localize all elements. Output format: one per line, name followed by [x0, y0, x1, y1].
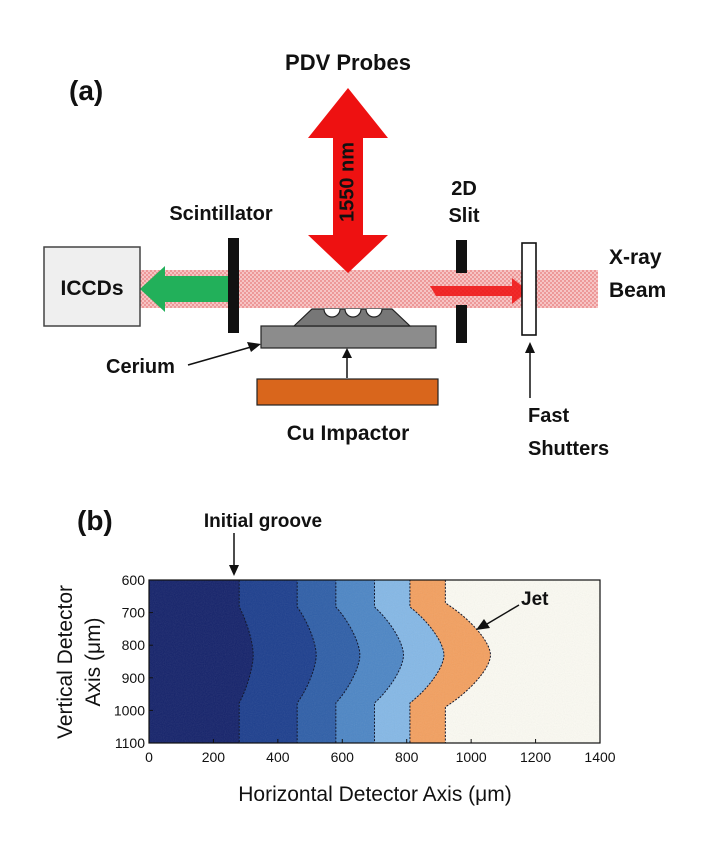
pdv-probes-label: PDV Probes	[285, 50, 411, 75]
panel-b: (b) Initial groove 0 200 400 600 800 1000 1200…	[54, 505, 616, 806]
jet-annotation-arrowhead	[476, 619, 490, 630]
iccd-box	[43, 246, 141, 327]
jet-annotation: Jet	[521, 589, 549, 610]
shutters-label-line2: Shutters	[528, 438, 609, 460]
impact-direction-arrowhead	[342, 348, 352, 358]
y-tick-label: 700	[122, 605, 146, 621]
panel-a-label: (a)	[69, 75, 103, 106]
cerium-base	[260, 325, 437, 349]
y-tick-label: 1100	[115, 735, 145, 751]
y-axis-label-line1: Vertical Detector	[54, 585, 77, 739]
slit-lower-blade	[456, 305, 467, 343]
y-tick-label: 600	[122, 572, 146, 588]
y-tick-label: 900	[122, 670, 146, 686]
green-emission-arrow	[140, 266, 232, 312]
jet-annotation-line	[486, 604, 520, 625]
plot-frame	[148, 579, 601, 744]
beam-direction-arrow	[430, 278, 528, 304]
x-tick-label: 600	[331, 749, 355, 765]
groove-1	[323, 308, 341, 318]
shutters-label-line1: Fast	[528, 405, 569, 427]
y-axis-ticks: 600 700 800 900 1000 1100	[114, 572, 153, 751]
scintillator-plate	[228, 238, 239, 333]
image-noise	[149, 580, 600, 743]
wavelength-label: 1550 nm	[336, 142, 358, 222]
shutter-pointer-arrowhead	[525, 342, 535, 353]
cerium-pointer-arrowhead	[247, 342, 261, 352]
groove-3	[365, 308, 383, 318]
y-axis-label-line2: Axis (μm)	[82, 617, 105, 706]
x-axis-label: Horizontal Detector Axis (μm)	[238, 783, 512, 806]
iccd-label: ICCDs	[60, 277, 123, 300]
xray-label-line2: Beam	[609, 279, 666, 302]
x-tick-label: 800	[395, 749, 419, 765]
cerium-pointer-line	[187, 346, 252, 366]
slit-label-line1: 2D	[451, 178, 477, 200]
x-tick-label: 1000	[456, 749, 487, 765]
xray-label-line1: X-ray	[609, 246, 662, 269]
panel-b-label: (b)	[77, 505, 113, 536]
y-tick-label: 1000	[114, 702, 145, 718]
cerium-label: Cerium	[106, 356, 175, 378]
x-tick-label: 1400	[584, 749, 615, 765]
pdv-probe-arrow	[308, 88, 388, 273]
x-axis-ticks: 0 200 400 600 800 1000 1200 1400	[145, 739, 616, 765]
x-tick-label: 1200	[520, 749, 551, 765]
fast-shutter	[521, 242, 537, 336]
scintillator-label: Scintillator	[169, 203, 273, 225]
groove-annotation-arrowhead	[229, 565, 239, 576]
y-tick-label: 800	[122, 637, 146, 653]
slit-label-line2: Slit	[448, 205, 479, 227]
cu-impactor-label: Cu Impactor	[287, 422, 410, 445]
x-tick-label: 400	[266, 749, 290, 765]
groove-annotation: Initial groove	[204, 511, 322, 532]
cu-impactor-block	[256, 378, 439, 406]
x-tick-label: 200	[202, 749, 226, 765]
groove-2	[344, 308, 362, 318]
x-tick-label: 0	[145, 749, 153, 765]
panel-a: (a) PDV Probes ICCDs Scintillator 1550 n…	[43, 50, 666, 460]
slit-upper-blade	[456, 240, 467, 273]
